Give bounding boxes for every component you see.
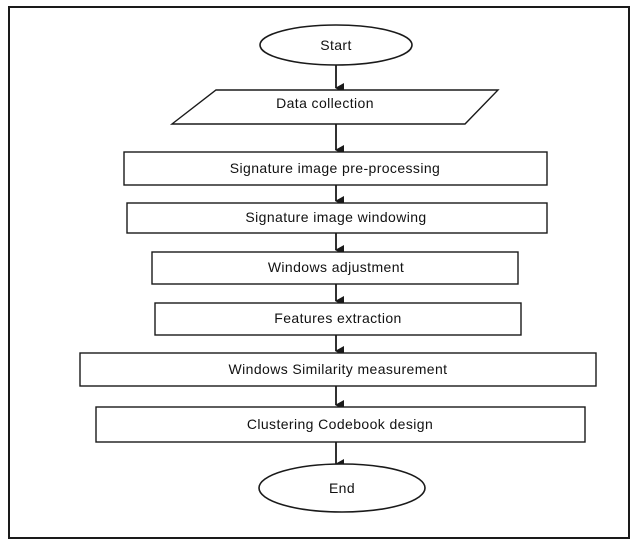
- adjustment-label: Windows adjustment: [268, 259, 404, 275]
- data-collection-label: Data collection: [276, 95, 374, 111]
- windowing-label: Signature image windowing: [245, 209, 426, 225]
- clustering-box: [95, 406, 586, 443]
- outer-frame: [8, 6, 630, 539]
- windowing-node: Signature image windowing: [126, 202, 548, 234]
- adjustment-box: [151, 251, 519, 285]
- similarity-label: Windows Similarity measurement: [229, 361, 448, 377]
- preprocessing-node: Signature image pre-processing: [123, 151, 548, 186]
- clustering-label: Clustering Codebook design: [247, 416, 433, 432]
- similarity-node: Windows Similarity measurement: [79, 352, 597, 387]
- features-label: Features extraction: [274, 310, 401, 326]
- end-label: End: [329, 480, 355, 496]
- start-node: Start: [259, 24, 413, 66]
- data-collection-shape: [169, 89, 500, 125]
- end-oval: [258, 463, 426, 513]
- preprocessing-box: [123, 151, 548, 186]
- features-node: Features extraction: [154, 302, 522, 336]
- end-node: End: [258, 463, 426, 513]
- windowing-box: [126, 202, 548, 234]
- start-label: Start: [320, 37, 352, 53]
- data-collection-node: Data collection: [169, 89, 500, 125]
- similarity-box: [79, 352, 597, 387]
- adjustment-node: Windows adjustment: [151, 251, 519, 285]
- preprocessing-label: Signature image pre-processing: [230, 160, 440, 176]
- clustering-node: Clustering Codebook design: [95, 406, 586, 443]
- features-box: [154, 302, 522, 336]
